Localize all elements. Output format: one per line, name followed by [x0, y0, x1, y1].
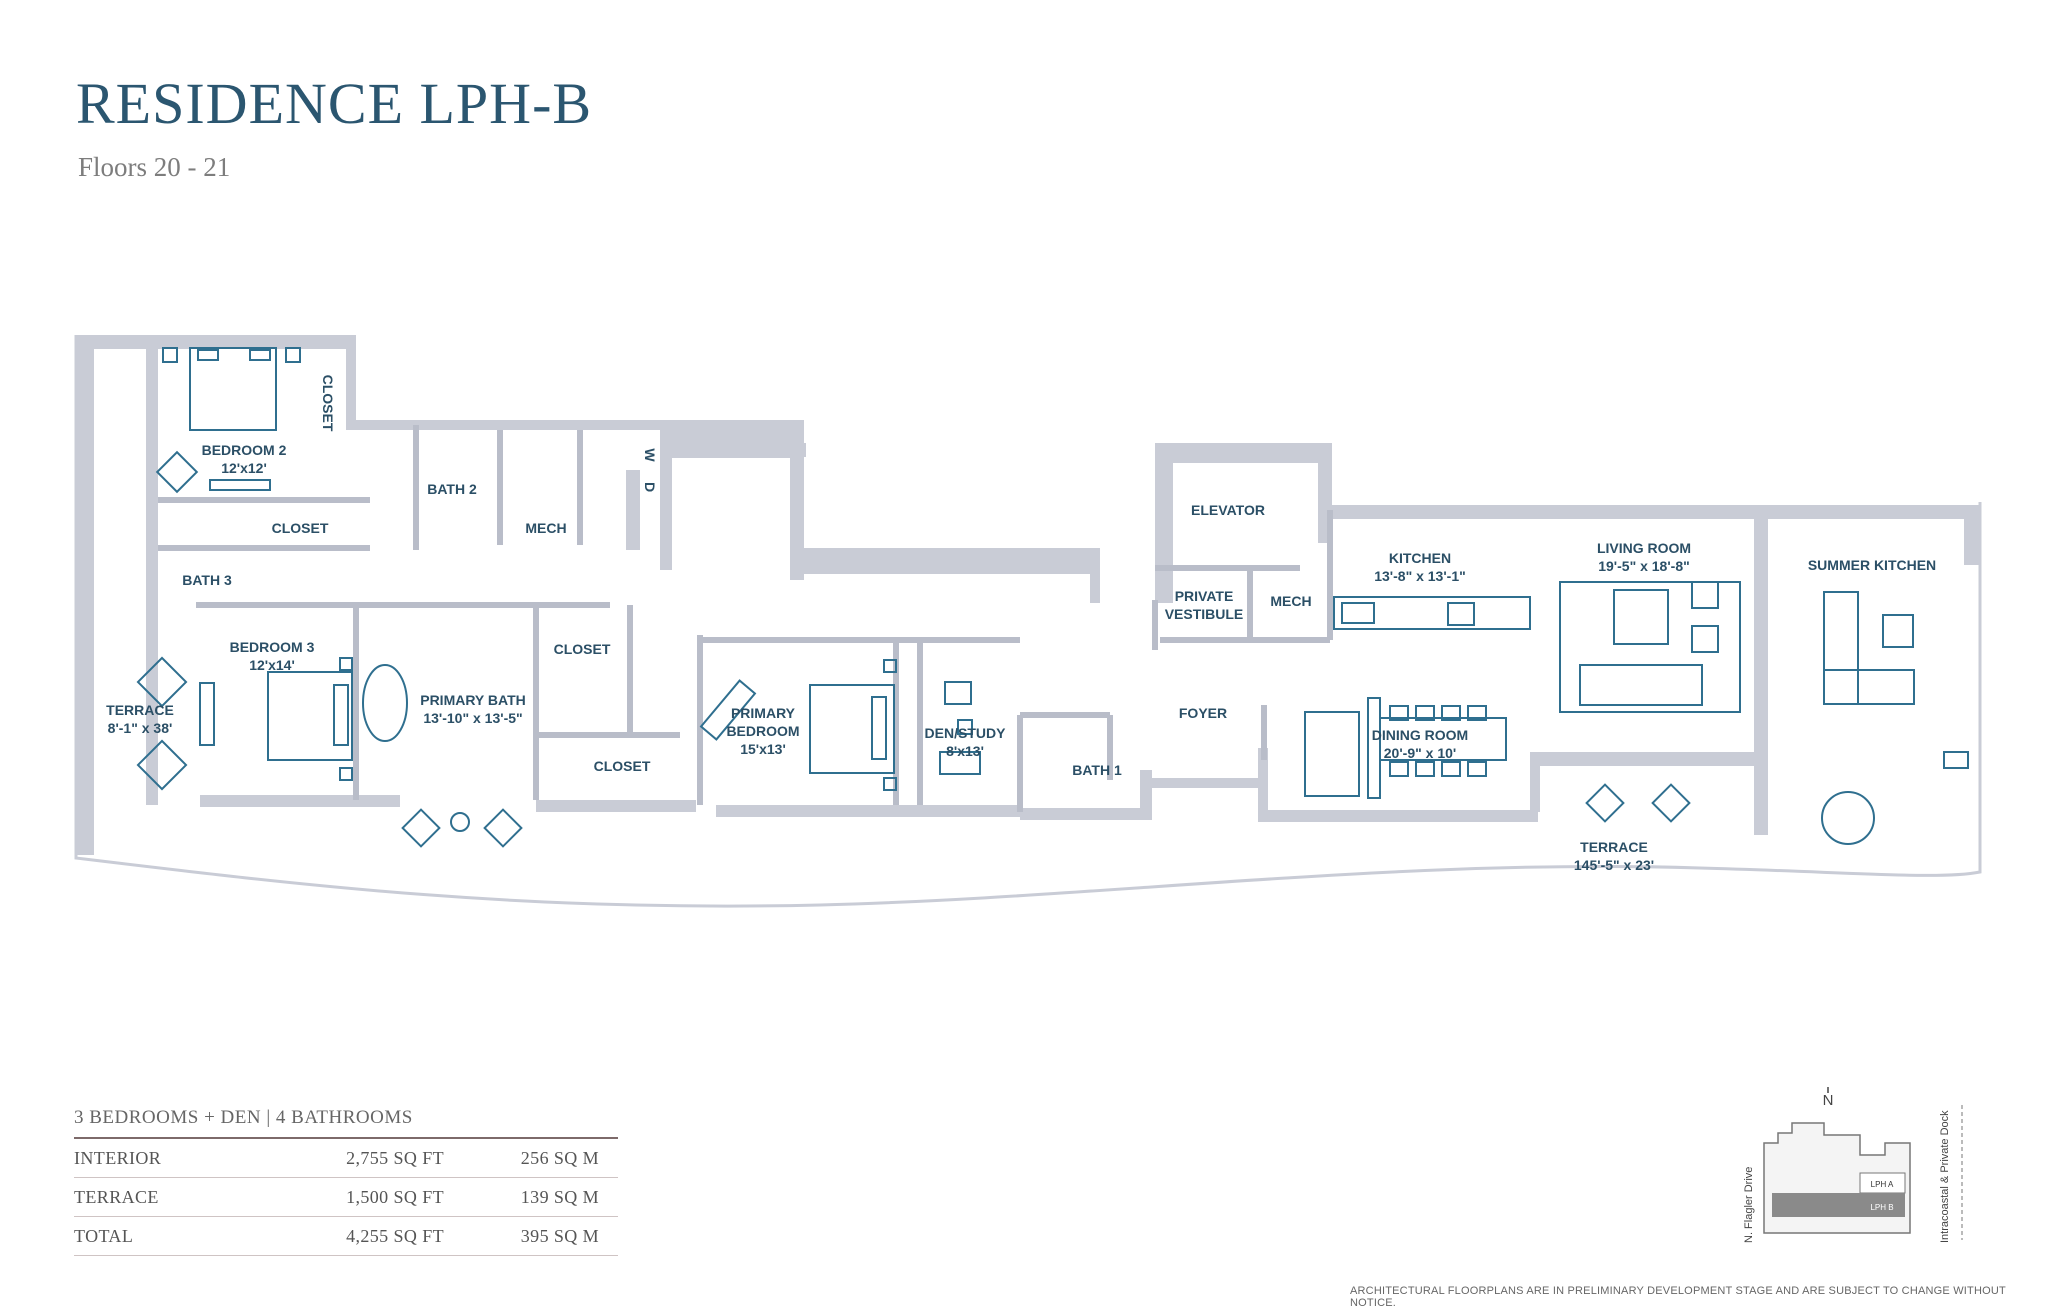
floors-subtitle: Floors 20 - 21 [78, 152, 231, 182]
spec-label: TERRACE [74, 1186, 159, 1207]
foyer-label: FOYER [1179, 705, 1227, 721]
bath3-label: BATH 3 [182, 572, 232, 588]
room-labels: BEDROOM 2 12'x12' CLOSET BATH 2 MECH W D… [106, 375, 1936, 873]
unit-a-label: LPH A [1871, 1180, 1894, 1189]
spec-sqft: 2,755 SQ FT [346, 1147, 444, 1168]
street-west-label: N. Flagler Drive [1743, 1167, 1755, 1243]
terrace-w-label: TERRACE [106, 702, 174, 718]
bath1-label: BATH 1 [1072, 762, 1122, 778]
spec-row-interior: INTERIOR 2,755 SQ FT 256 SQ M [74, 1139, 618, 1178]
spec-label: INTERIOR [74, 1147, 162, 1168]
primary-bedroom-label-2: BEDROOM [726, 723, 799, 739]
terrace-w-dims: 8'-1" x 38' [108, 720, 173, 736]
den-dims: 8'x13' [946, 743, 984, 759]
closet-d-label: CLOSET [594, 758, 651, 774]
terrace-s-label: TERRACE [1580, 839, 1648, 855]
bedroom2-label: BEDROOM 2 [202, 442, 287, 458]
spec-sqm: 395 SQ M [520, 1225, 599, 1246]
vestibule-label-2: VESTIBULE [1165, 606, 1244, 622]
closet-c-label: CLOSET [554, 641, 611, 657]
terrace-outline [74, 335, 1982, 908]
bedroom2-dims: 12'x12' [221, 460, 267, 476]
page-title: RESIDENCE LPH-B [76, 71, 593, 136]
street-east-label: Intracoastal & Private Dock [1939, 1110, 1951, 1243]
den-label: DEN/STUDY [925, 725, 1007, 741]
spec-row-total: TOTAL 4,255 SQ FT 395 SQ M [74, 1217, 618, 1256]
north-indicator: N [1823, 1092, 1834, 1109]
mech-a-label: MECH [525, 520, 566, 536]
kitchen-dims: 13'-8" x 13'-1" [1374, 568, 1466, 584]
mech-b-label: MECH [1270, 593, 1311, 609]
closet-b-label: CLOSET [272, 520, 329, 536]
bath2-label: BATH 2 [427, 481, 477, 497]
primary-bedroom-label-1: PRIMARY [731, 705, 796, 721]
closet-a-label: CLOSET [320, 375, 336, 432]
unit-b-area [1772, 1193, 1905, 1217]
elevator-label: ELEVATOR [1191, 502, 1265, 518]
spec-label: TOTAL [74, 1225, 134, 1246]
bedroom3-label: BEDROOM 3 [230, 639, 315, 655]
terrace-s-dims: 145'-5" x 23' [1574, 857, 1654, 873]
spec-sqm: 139 SQ M [520, 1186, 599, 1207]
primary-bath-label: PRIMARY BATH [420, 692, 526, 708]
disclaimer: ARCHITECTURAL FLOORPLANS ARE IN PRELIMIN… [1350, 1285, 2006, 1309]
bedroom3-dims: 12'x14' [249, 657, 295, 673]
unit-b-label: LPH B [1870, 1203, 1893, 1212]
primary-bath-dims: 13'-10" x 13'-5" [423, 710, 522, 726]
living-label: LIVING ROOM [1597, 540, 1691, 556]
vestibule-label-1: PRIVATE [1175, 588, 1234, 604]
walls [76, 335, 1980, 855]
kitchen-label: KITCHEN [1389, 550, 1451, 566]
spec-heading: 3 BEDROOMS + DEN | 4 BATHROOMS [74, 1107, 618, 1139]
summer-kitchen-label: SUMMER KITCHEN [1808, 557, 1936, 573]
spec-sqm: 256 SQ M [520, 1147, 599, 1168]
wd-d-label: D [642, 482, 658, 492]
primary-bedroom-dims: 15'x13' [740, 741, 786, 757]
spec-table: 3 BEDROOMS + DEN | 4 BATHROOMS INTERIOR … [74, 1107, 618, 1256]
spec-sqft: 1,500 SQ FT [346, 1186, 444, 1207]
spec-sqft: 4,255 SQ FT [346, 1225, 444, 1246]
dining-label: DINING ROOM [1372, 727, 1468, 743]
dining-dims: 20'-9" x 10' [1384, 745, 1456, 761]
furniture [136, 347, 1969, 848]
key-plan: N LPH A LPH B N. Flagler Drive Intracoas… [1743, 1087, 1963, 1243]
living-dims: 19'-5" x 18'-8" [1598, 558, 1690, 574]
wd-w-label: W [642, 448, 658, 462]
spec-row-terrace: TERRACE 1,500 SQ FT 139 SQ M [74, 1178, 618, 1217]
